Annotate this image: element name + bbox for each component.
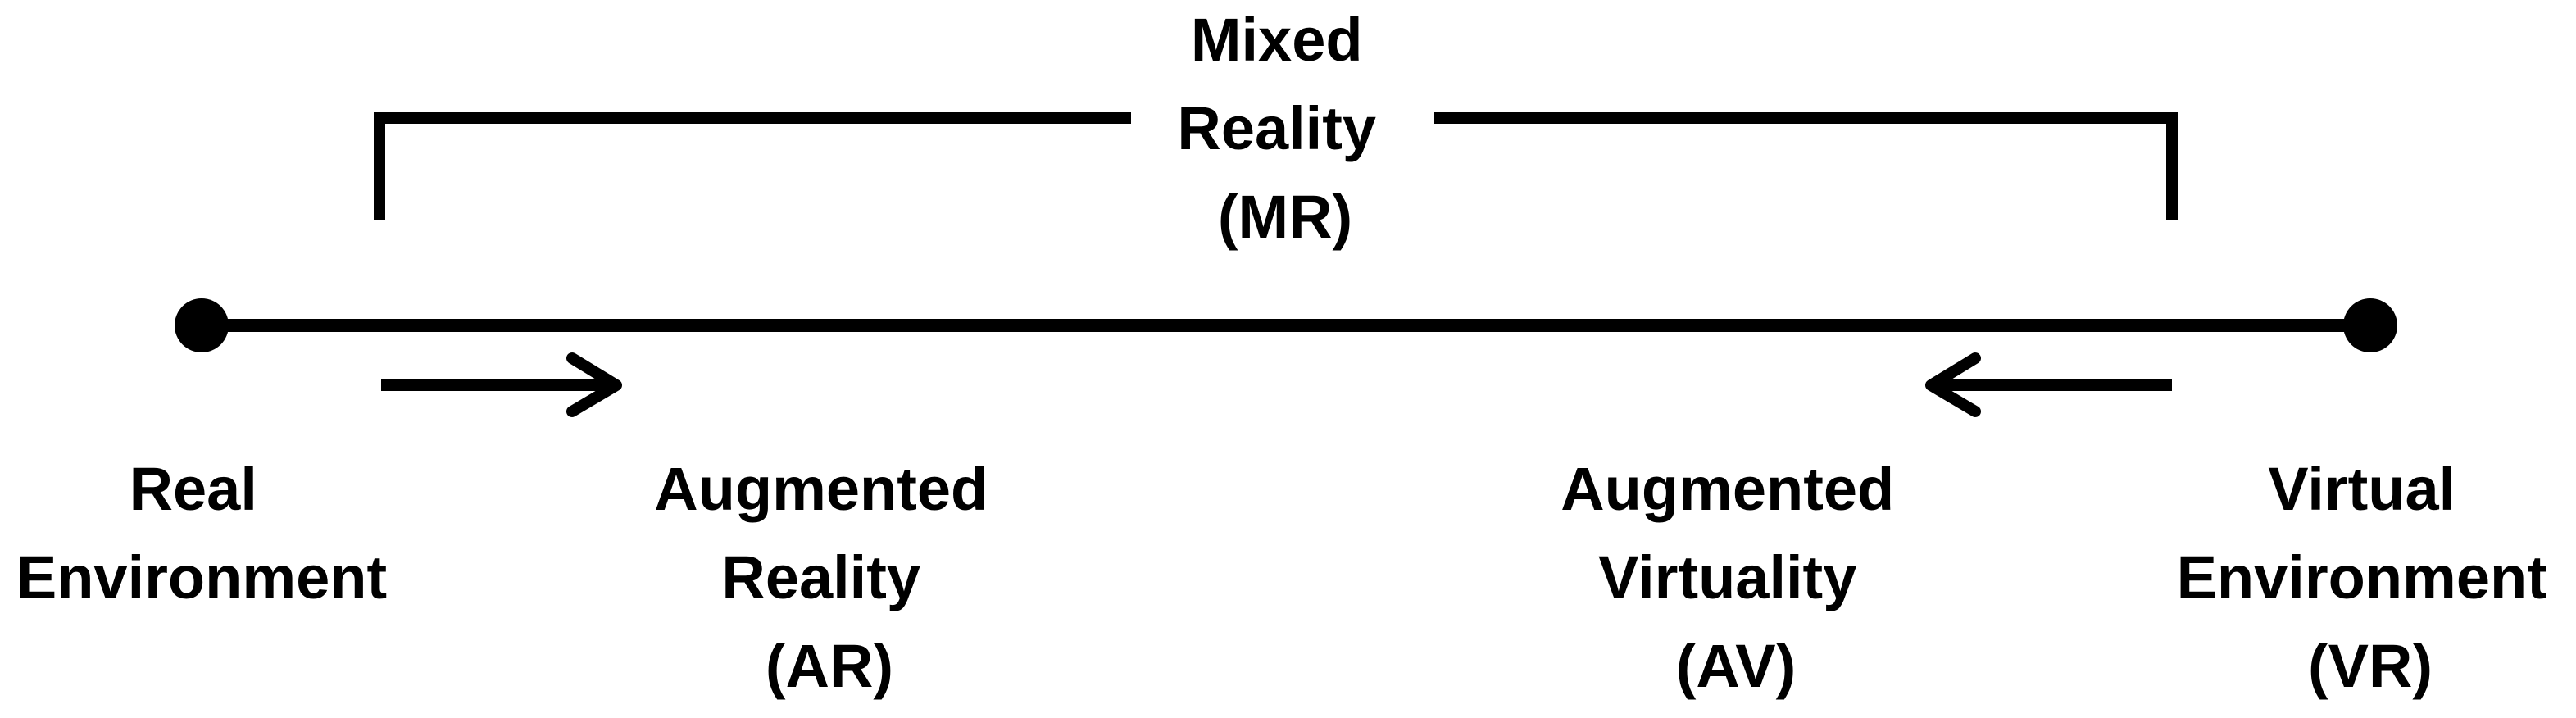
- augmented-virtuality-label-line-1: Augmented: [1561, 455, 1894, 523]
- augmented-reality-arrowhead: [566, 352, 622, 417]
- mixed-reality-label-line-1: Mixed: [1191, 6, 1363, 74]
- mixed-reality-label-line-2: Reality: [1177, 94, 1376, 162]
- augmented-virtuality-arrowhead: [1925, 352, 1981, 417]
- virtual-environment-label: Virtual Environment (VR): [2177, 455, 2565, 700]
- mixed-reality-bracket-left: [374, 112, 1131, 220]
- real-environment-label-line-1: Real: [129, 455, 257, 523]
- augmented-reality-label-line-2: Reality: [721, 543, 920, 611]
- augmented-virtuality-label-line-2: Virtuality: [1598, 543, 1856, 611]
- virtual-environment-label-line-3: (VR): [2308, 632, 2433, 700]
- augmented-virtuality-label-line-3: (AV): [1676, 632, 1797, 700]
- augmented-reality-label: Augmented Reality (AR): [654, 455, 1005, 700]
- virtual-environment-endpoint-dot: [2343, 298, 2397, 352]
- virtual-environment-label-line-1: Virtual: [2268, 455, 2456, 523]
- real-environment-label: Real Environment: [16, 455, 387, 611]
- mixed-reality-label: Mixed Reality (MR): [1177, 6, 1392, 251]
- augmented-reality-label-line-3: (AR): [766, 632, 893, 700]
- real-environment-endpoint-dot: [175, 298, 229, 352]
- real-environment-label-line-2: Environment: [16, 543, 387, 611]
- mixed-reality-bracket-right: [1434, 112, 2178, 220]
- augmented-virtuality-label: Augmented Virtuality (AV): [1561, 455, 1911, 700]
- mixed-reality-label-line-3: (MR): [1218, 183, 1352, 251]
- mixed-reality-bracket: [374, 112, 2178, 220]
- augmented-virtuality-arrow: [1925, 352, 2172, 417]
- augmented-reality-label-line-1: Augmented: [654, 455, 988, 523]
- virtual-environment-label-line-2: Environment: [2177, 543, 2547, 611]
- augmented-reality-arrow: [381, 352, 622, 417]
